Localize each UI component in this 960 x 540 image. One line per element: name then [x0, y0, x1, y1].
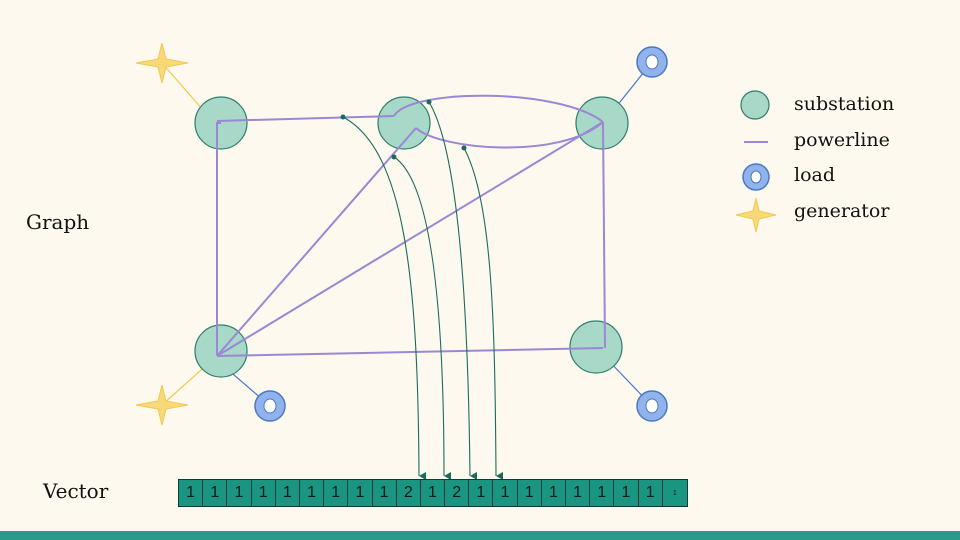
legend-powerline-label: powerline	[794, 129, 890, 151]
vector-cell: 1	[614, 480, 639, 506]
vector-cell: 1	[251, 480, 276, 506]
generator-node	[135, 42, 189, 84]
legend-substation-label: substation	[794, 93, 895, 115]
load-node-hole	[645, 398, 659, 414]
vector-cell: 1	[179, 480, 204, 506]
load-node-hole	[263, 398, 277, 414]
vector-cell: 1	[324, 480, 349, 506]
mapping-source-dot	[391, 154, 397, 160]
legend-substation-icon	[740, 90, 770, 120]
powerline-edge	[216, 121, 604, 357]
mapping-source-dot	[461, 145, 467, 151]
mapping-arrow	[428, 101, 478, 480]
load-node-hole	[645, 54, 659, 70]
legend-generator-icon	[735, 197, 777, 233]
mapping-arrow	[342, 116, 427, 480]
mapping-arrow	[463, 147, 504, 480]
vector-cell: 1	[203, 480, 228, 506]
legend-load-icon-hole	[750, 170, 762, 184]
vector-cell: 1	[299, 480, 325, 506]
vector-cell: 1	[493, 480, 518, 506]
vector-cell: 1	[275, 480, 300, 506]
vector-cell: 1	[469, 480, 494, 506]
powerline-edge	[216, 115, 395, 122]
vector-cell: 1	[348, 480, 373, 506]
mapping-arrow	[393, 156, 452, 480]
vector-cell: 1	[420, 480, 446, 506]
vector-cell: 1	[517, 480, 542, 506]
powerline-edge	[393, 94, 604, 123]
legend-generator-label: generator	[794, 200, 890, 222]
mapping-source-dot	[340, 114, 346, 120]
vector-cell: 2	[445, 480, 470, 506]
vector-cell: 1	[566, 480, 591, 506]
powerline-edge	[415, 121, 604, 149]
vector-cell: 2	[396, 480, 421, 506]
substation-node	[377, 96, 431, 150]
vector-label: Vector	[43, 479, 109, 503]
footer-bar	[0, 531, 960, 540]
vector-cell: 1	[541, 480, 566, 506]
vector-cell: 1	[372, 480, 397, 506]
mapping-source-dot	[426, 99, 432, 105]
vector-cell: 1	[662, 480, 687, 506]
powerline-edge	[216, 347, 604, 357]
generator-node	[135, 384, 189, 426]
vector-cell: 1	[227, 480, 252, 506]
substation-node	[569, 320, 623, 374]
graph-label: Graph	[26, 210, 90, 234]
vector-cell: 1	[590, 480, 615, 506]
powerline-edge	[602, 121, 606, 349]
powerline-edge	[216, 122, 221, 355]
legend-load-label: load	[794, 164, 836, 186]
powerline-edge	[216, 127, 417, 357]
vector-cell: 1	[638, 480, 663, 506]
